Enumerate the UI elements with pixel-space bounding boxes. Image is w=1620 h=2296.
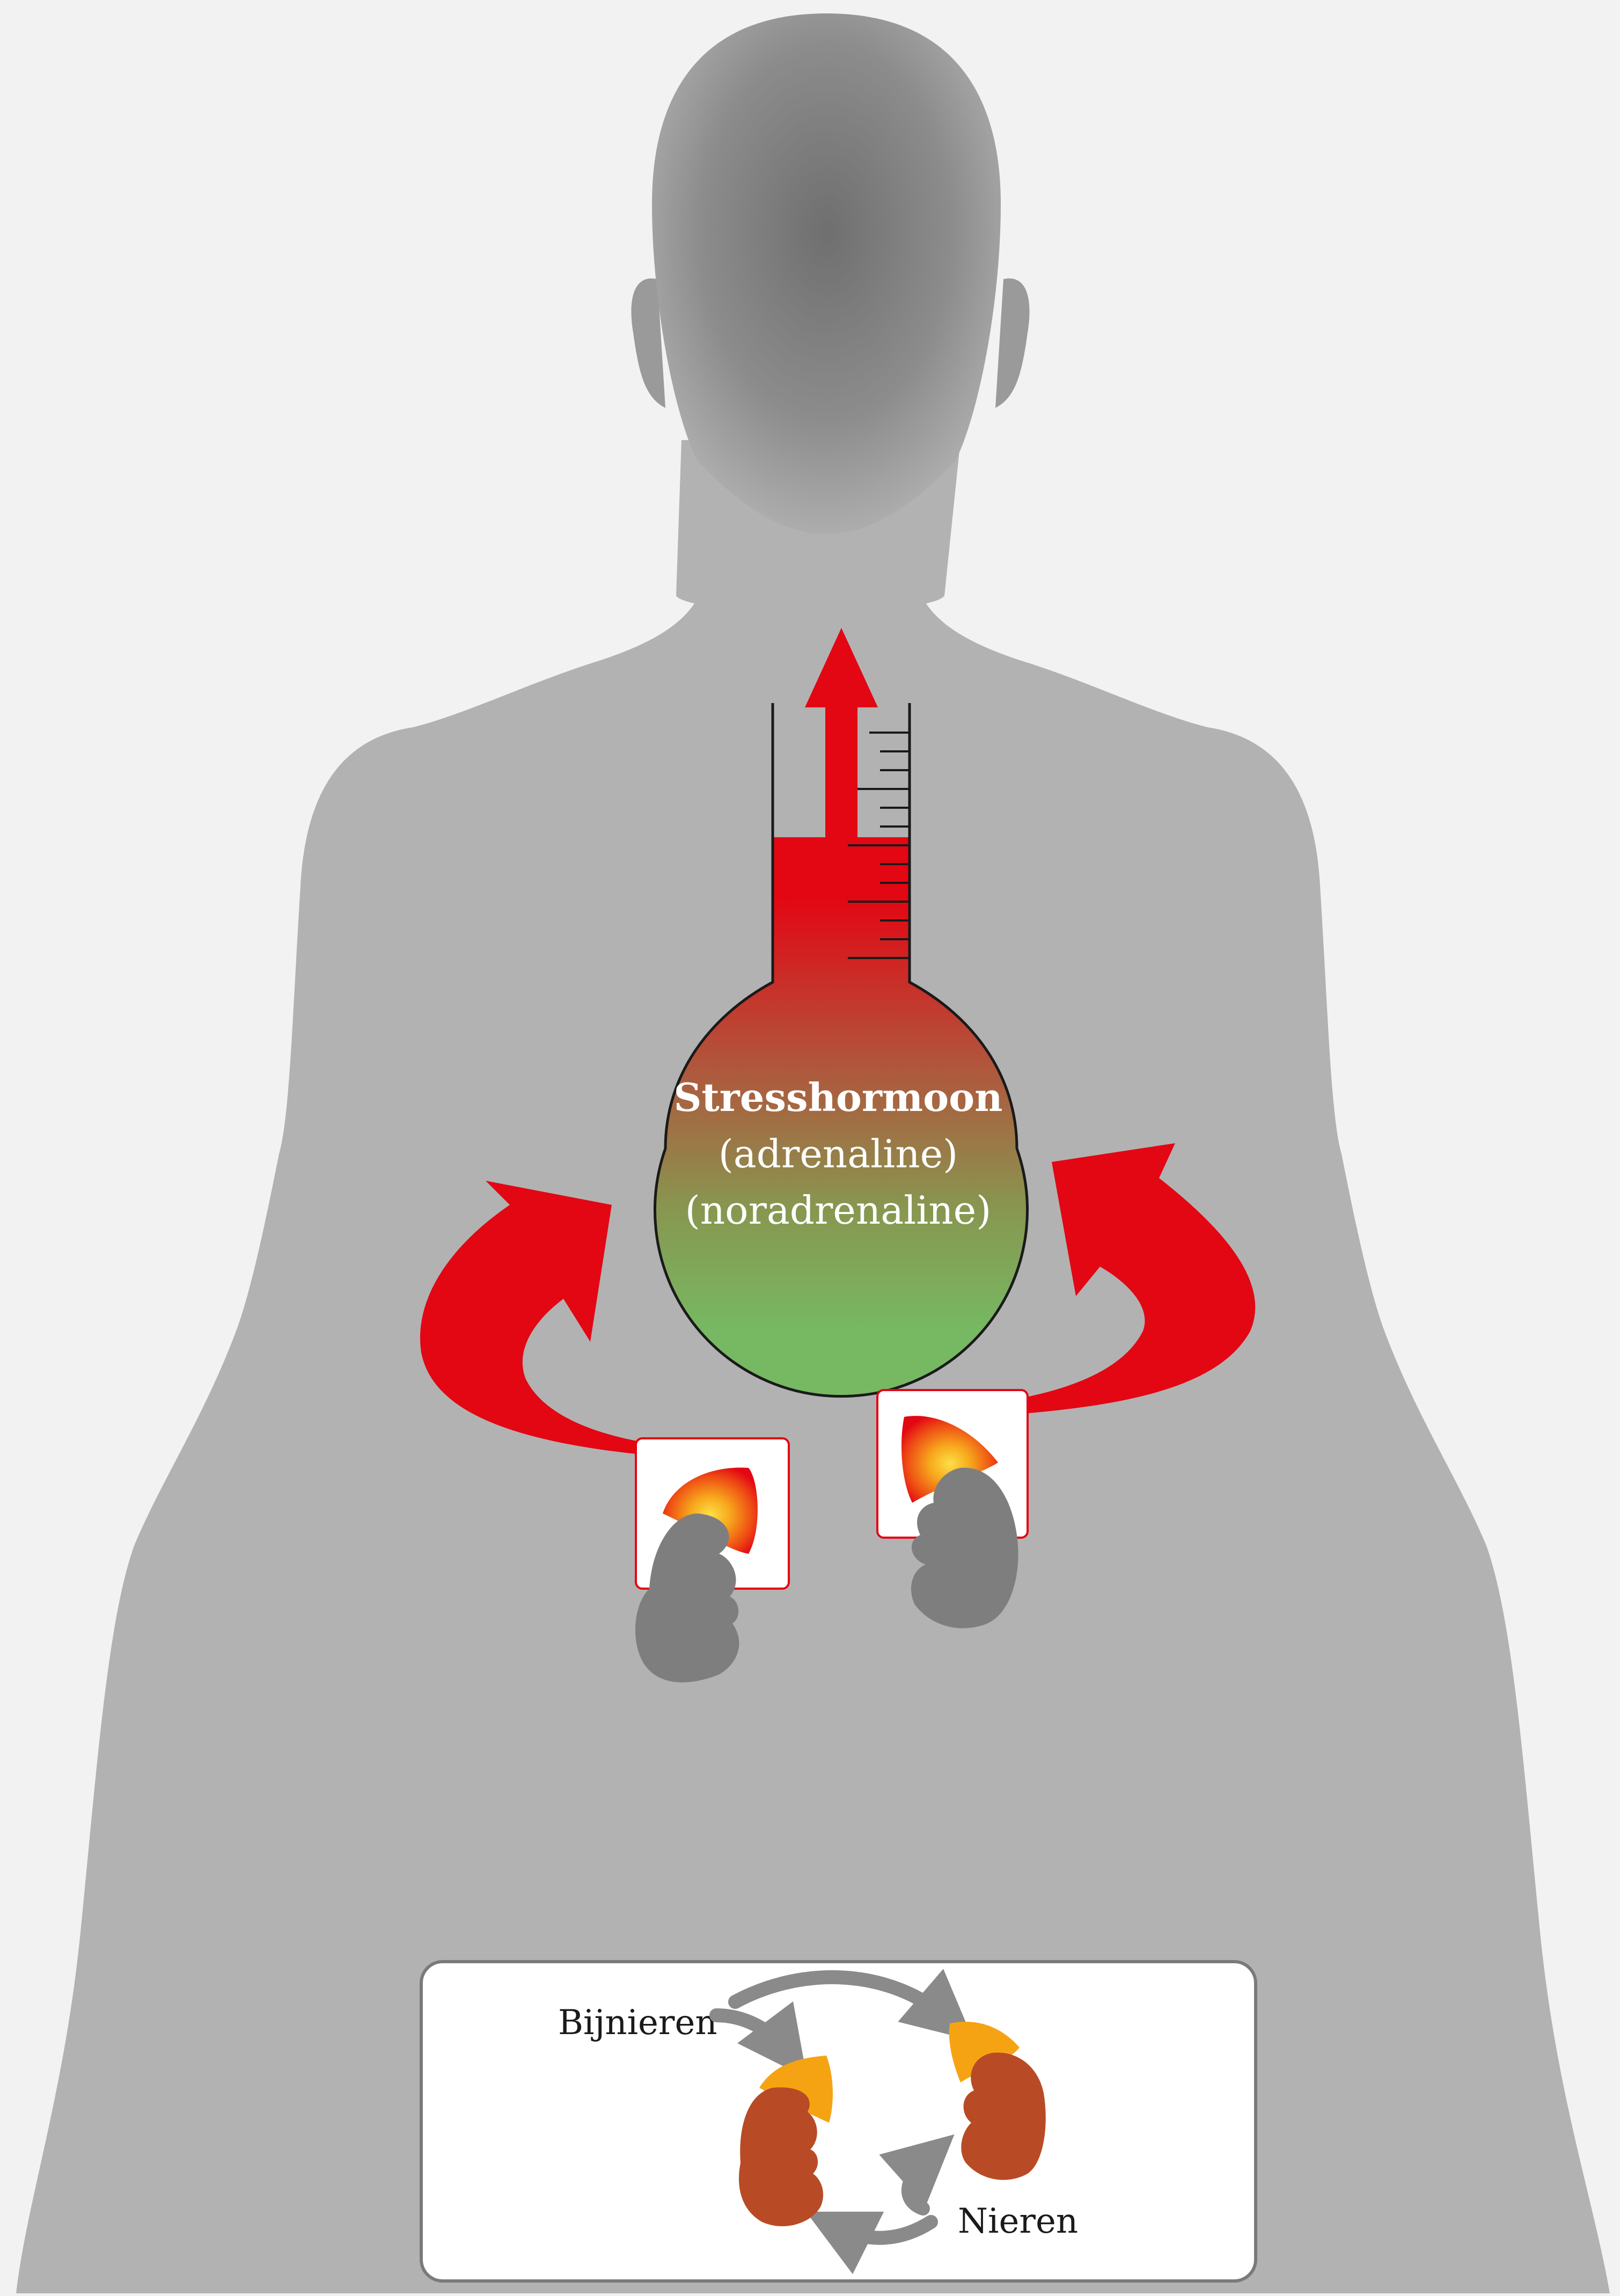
flask-label-noradrenaline: (noradrenaline): [685, 1188, 992, 1233]
legend-right-kidney: [961, 2052, 1045, 2180]
kidney-label: Nieren: [958, 2202, 1078, 2241]
head: [652, 13, 1001, 534]
legend-box: Bijnieren Nieren: [421, 1962, 1256, 2281]
flask-label-hormone: Stresshormoon: [674, 1074, 1003, 1120]
flask-label-adrenaline: (adrenaline): [719, 1131, 958, 1176]
right-ear: [995, 279, 1030, 408]
adrenal-label: Bijnieren: [558, 2003, 717, 2043]
